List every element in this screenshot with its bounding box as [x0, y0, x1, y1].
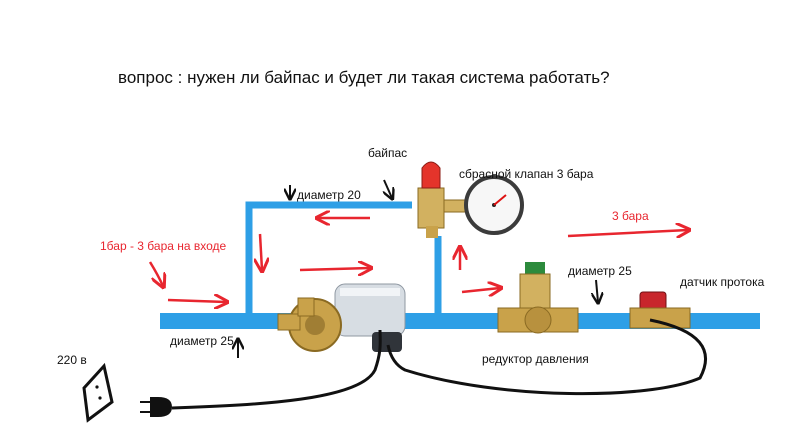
bypass-pipe	[245, 201, 442, 316]
pressure-reducer-icon	[497, 262, 579, 334]
relief-valve-icon	[417, 161, 467, 238]
inlet-pressure-label: 1бар - 3 бара на входе	[100, 239, 227, 253]
power-cable	[171, 329, 382, 410]
flow-sensor-label: датчик протока	[680, 275, 765, 289]
relief-valve-label: сбрасной клапан 3 бара	[459, 167, 594, 181]
pressure-gauge-icon	[464, 175, 524, 235]
voltage-label: 220 в	[57, 353, 87, 367]
bypass-label: байпас	[368, 146, 408, 160]
flow-sensor-icon	[629, 291, 691, 329]
pressure-reducer-label: редуктор давления	[482, 352, 589, 366]
pointer-arrows	[238, 179, 598, 358]
outlet-pressure-label: 3 бара	[612, 209, 649, 223]
flow-arrows	[148, 218, 688, 302]
diameter-25-right-label: диаметр 25	[568, 264, 632, 278]
power-plug-icon	[140, 397, 172, 417]
page-title: вопрос : нужен ли байпас и будет ли така…	[118, 68, 610, 87]
pump-icon	[277, 283, 406, 352]
sensor-cable	[386, 318, 707, 396]
diameter-25-left-label: диаметр 25	[170, 334, 234, 348]
wall-socket-icon	[82, 362, 114, 423]
diameter-20-label: диаметр 20	[297, 188, 361, 202]
